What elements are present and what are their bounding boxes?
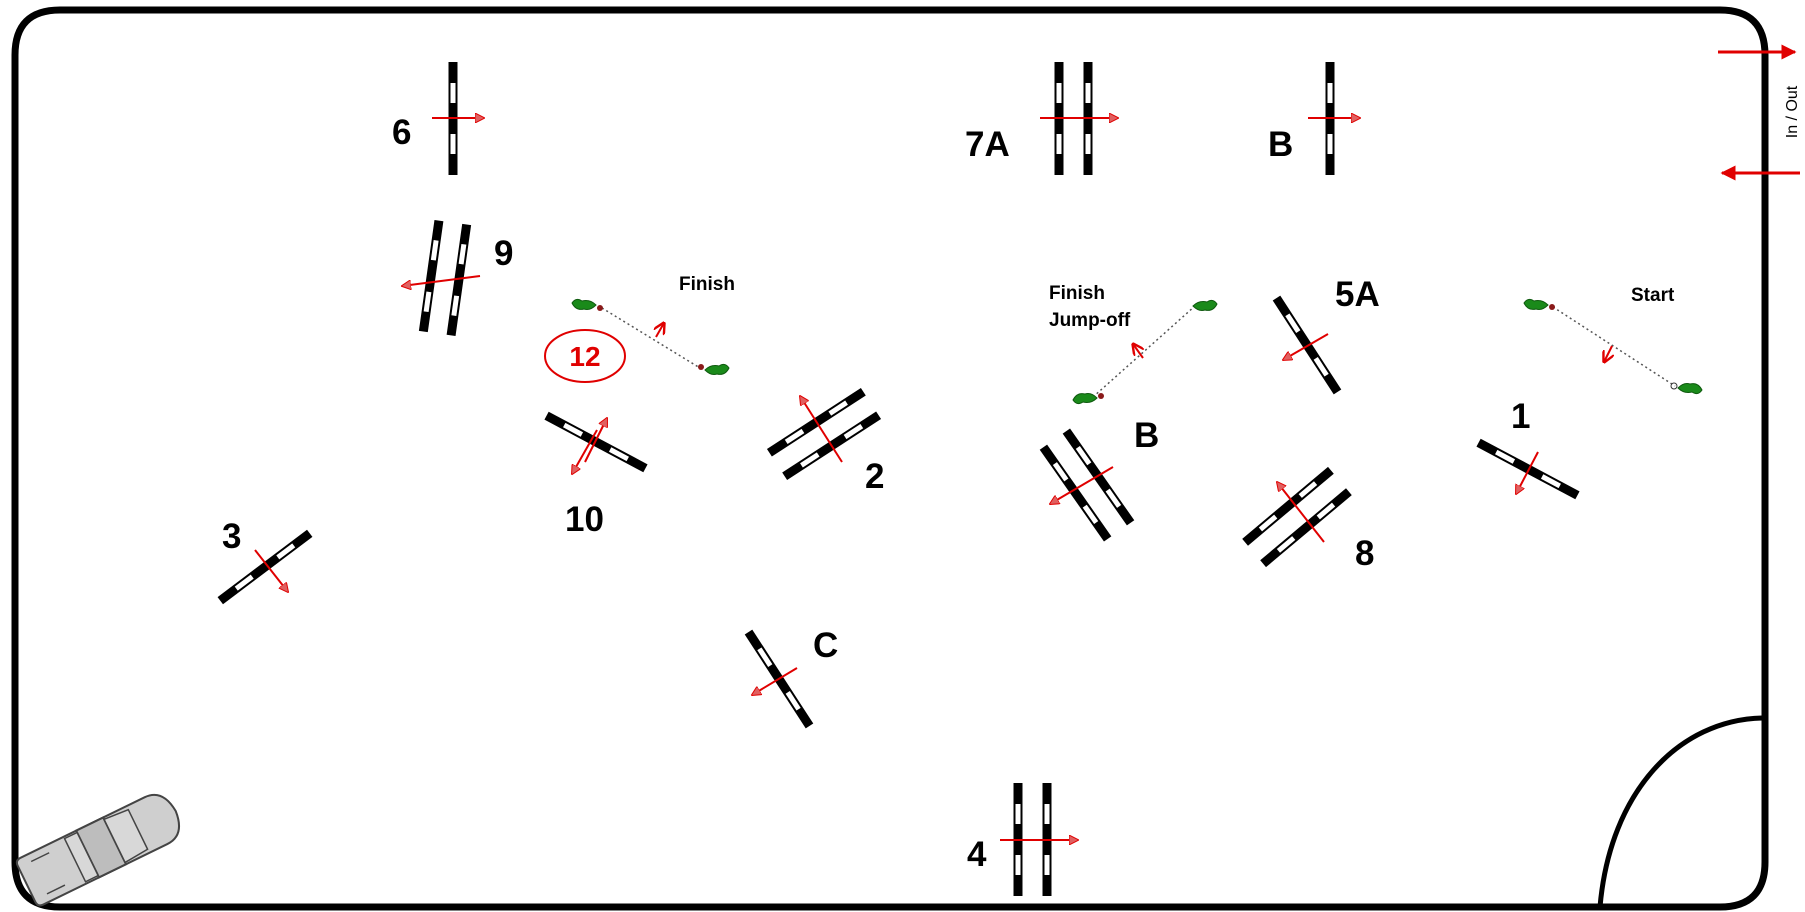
label-12: 12 [569, 341, 600, 372]
jump-7a [1040, 62, 1118, 175]
jump-b-top [1308, 62, 1360, 175]
jump-8 [1242, 466, 1352, 568]
finish-flag-icon [1192, 299, 1218, 311]
arena-corner-arc [1597, 715, 1763, 908]
jump-9 [418, 219, 472, 337]
jump-6 [432, 62, 484, 175]
direction-arrow-b-mid [1050, 466, 1114, 504]
start-line [1523, 298, 1703, 395]
finish-line [571, 298, 730, 375]
direction-arrow-10b [572, 429, 598, 474]
direction-arrow-10a [584, 418, 607, 463]
start-flag-icon [1523, 298, 1555, 310]
jumpoff-12-circle [544, 329, 626, 383]
in-out-label: In / Out [1784, 85, 1801, 138]
finish-jumpoff-line [1072, 299, 1218, 405]
jump-4 [1000, 783, 1078, 896]
jump-b-mid [1039, 428, 1135, 542]
direction-arrow-c [752, 667, 798, 695]
label-8: 8 [1355, 534, 1374, 573]
finish-flag-icon [698, 363, 730, 375]
label-b-top: B [1268, 125, 1293, 164]
arena-border [11, 6, 1769, 911]
jump-3 [217, 529, 313, 605]
label-start: Start [1631, 285, 1675, 306]
start-flag-icon [1670, 382, 1703, 395]
label-2: 2 [865, 457, 884, 496]
label-1: 1 [1511, 397, 1530, 436]
car-icon [15, 793, 181, 907]
label-3: 3 [222, 517, 241, 556]
direction-arrow-9 [402, 275, 481, 286]
label-9: 9 [494, 234, 513, 273]
direction-arrow-5a [1283, 333, 1329, 360]
finish-flag-icon [571, 298, 603, 311]
label-4: 4 [967, 835, 987, 874]
label-c: C [813, 626, 838, 665]
direction-arrow-2 [800, 396, 843, 463]
direction-arrow-3 [254, 549, 288, 592]
label-finish-jumpoff-2: Jump-off [1049, 310, 1131, 331]
label-6: 6 [392, 113, 411, 152]
finish-flag-icon [1072, 393, 1104, 405]
direction-arrow-8 [1277, 482, 1325, 543]
label-7a: 7A [965, 125, 1010, 164]
label-5a: 5A [1335, 275, 1380, 314]
label-finish: Finish [679, 274, 735, 295]
label-b-mid: B [1134, 416, 1159, 455]
label-10: 10 [565, 500, 604, 539]
direction-arrow-1 [1516, 451, 1539, 494]
label-finish-jumpoff-1: Finish [1049, 283, 1105, 304]
